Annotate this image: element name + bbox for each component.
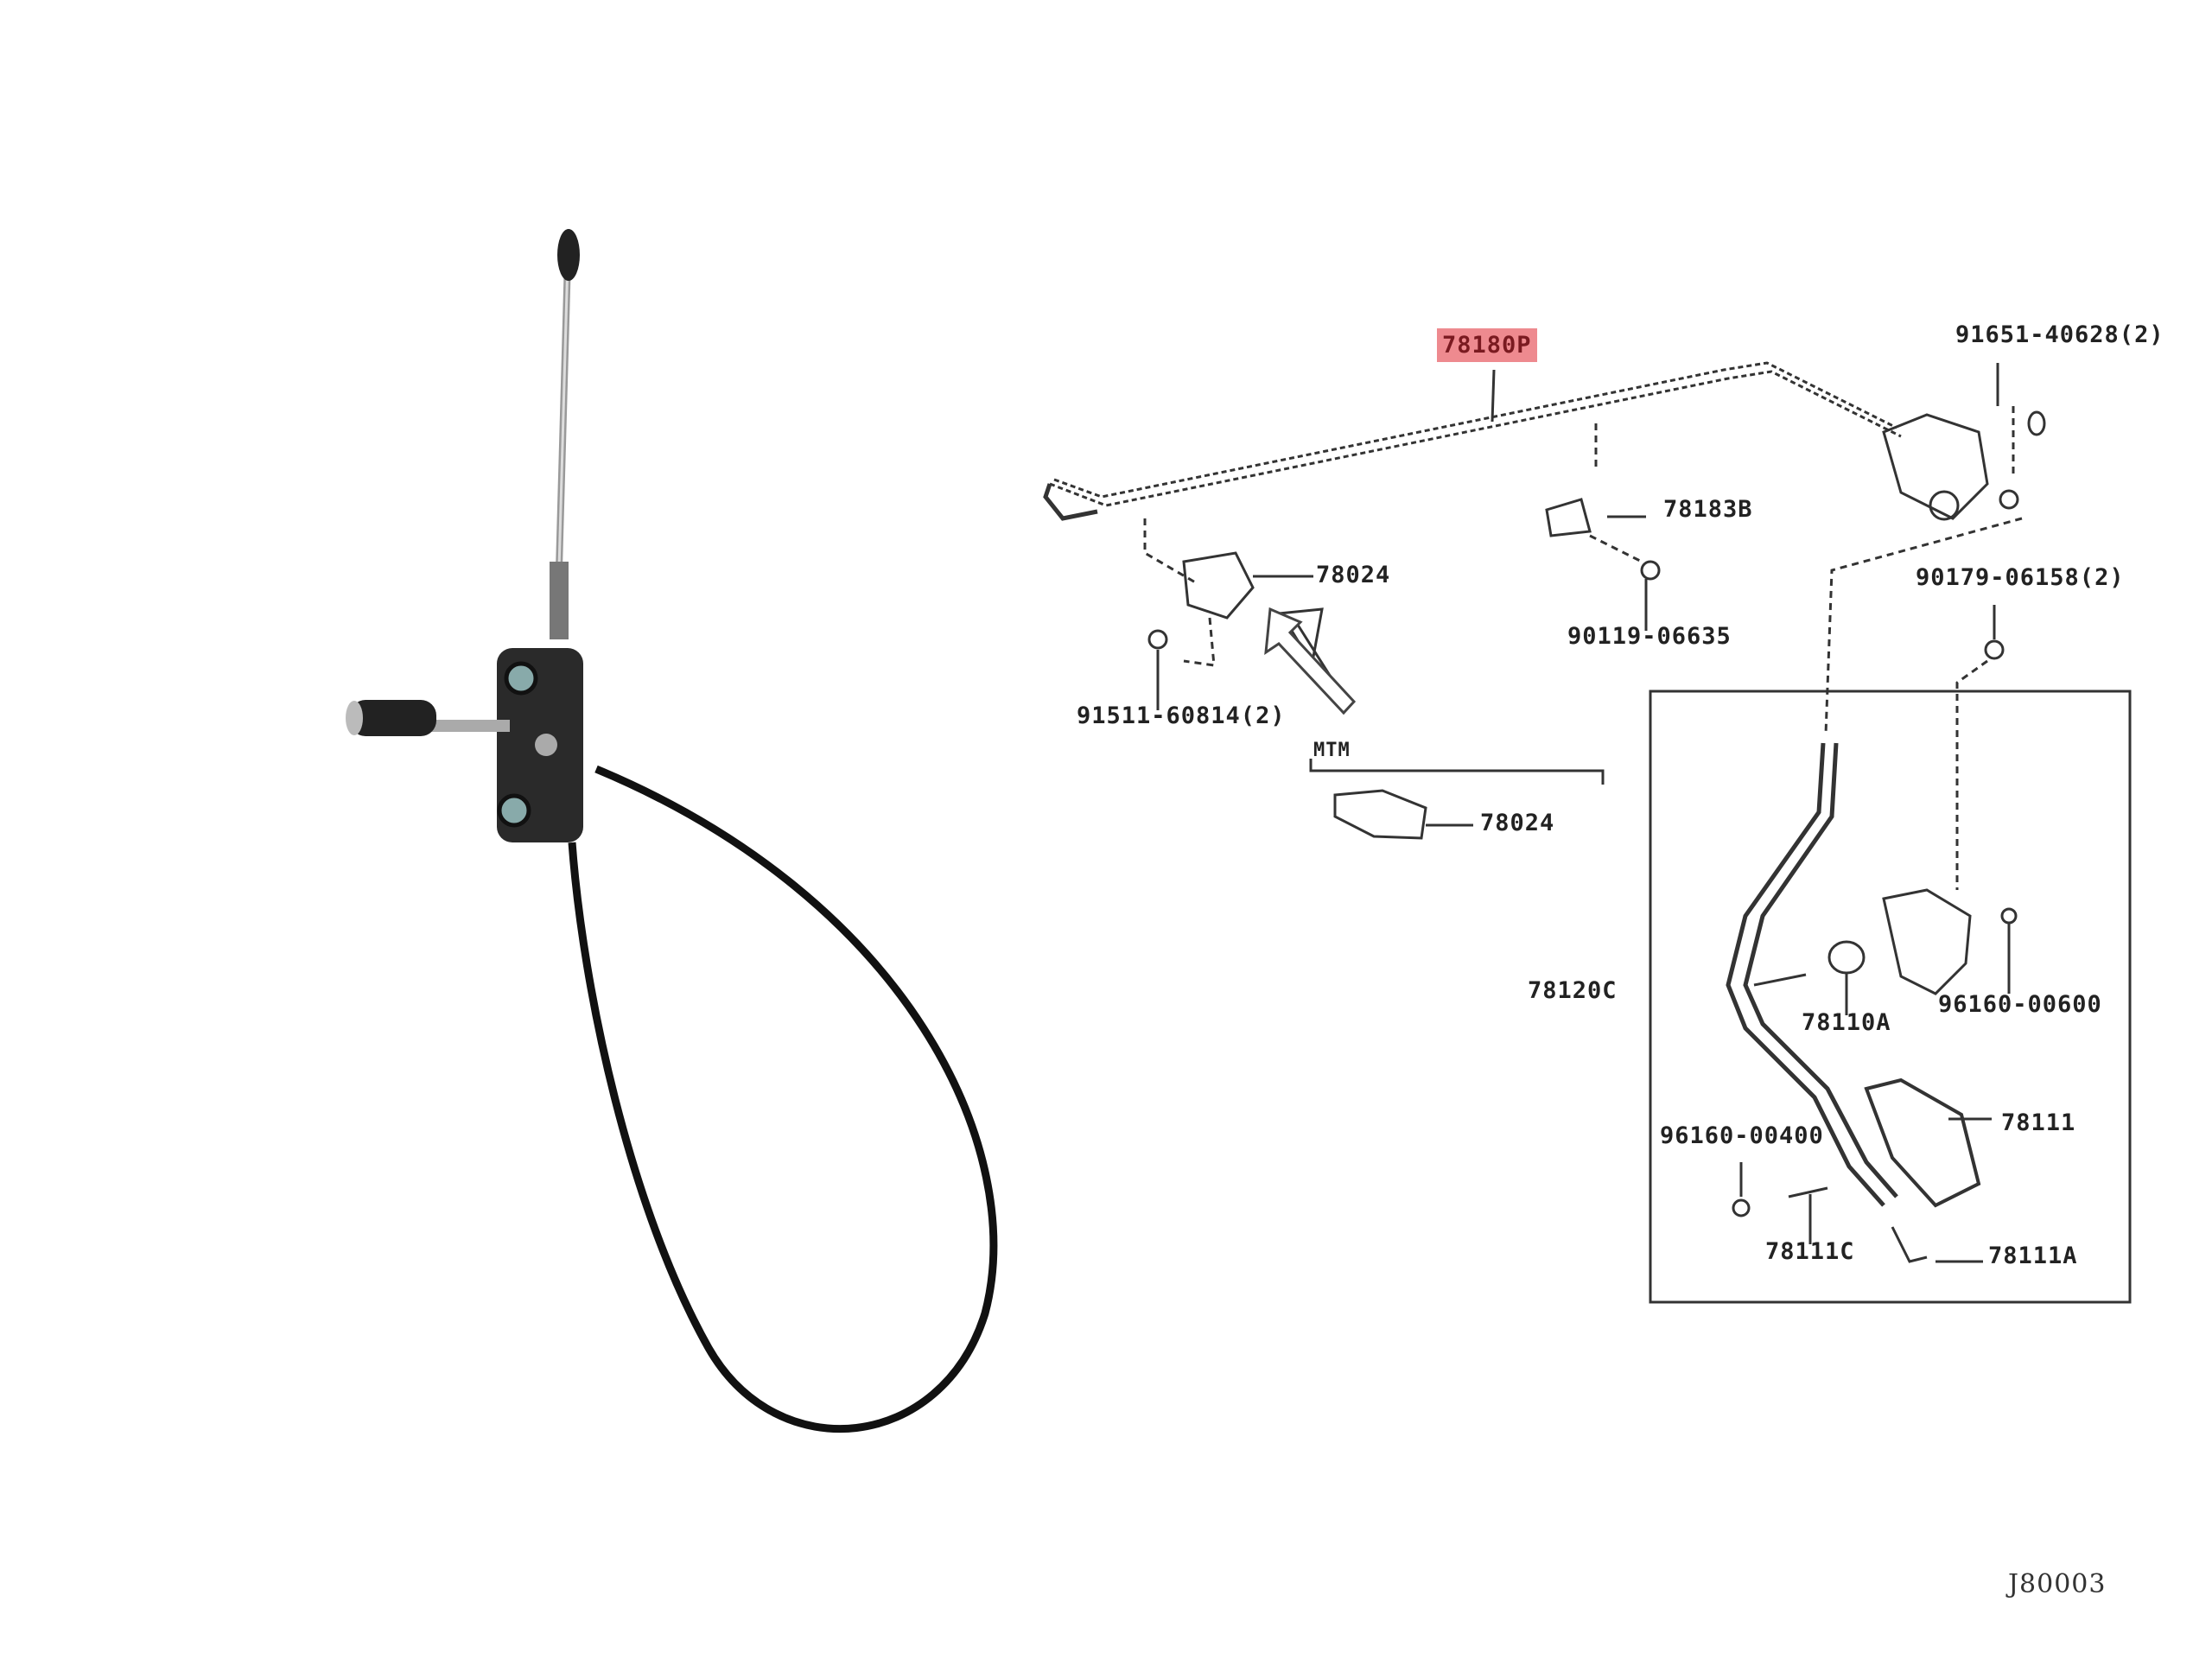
callout-78111A: 78111A <box>1988 1243 2078 1269</box>
callout-96160-00400: 96160-00400 <box>1660 1122 1824 1149</box>
callout-78110A: 78110A <box>1802 1009 1891 1036</box>
figure-code: J80003 <box>2008 1569 2107 1599</box>
callout-91511-60814: 91511-60814(2) <box>1077 702 1286 729</box>
callout-78024-mtm: 78024 <box>1480 810 1555 836</box>
callout-78024: 78024 <box>1316 562 1391 588</box>
callout-96160-00600: 96160-00600 <box>1938 991 2102 1018</box>
callout-78111: 78111 <box>2001 1109 2076 1136</box>
exploded-drawing <box>1043 361 2132 1304</box>
callout-78111C: 78111C <box>1765 1238 1855 1265</box>
callout-91651-40628: 91651-40628(2) <box>1955 321 2164 348</box>
direction-arrow-icon <box>1264 607 1357 715</box>
callout-78120C: 78120C <box>1528 977 1618 1004</box>
callout-90119-06635: 90119-06635 <box>1567 623 1732 650</box>
callout-90179-06158: 90179-06158(2) <box>1916 564 2125 591</box>
variant-label-mtm: MTM <box>1313 740 1351 761</box>
callout-78183B: 78183B <box>1663 496 1753 523</box>
callout-78180P-highlighted[interactable]: 78180P <box>1437 328 1537 362</box>
product-photo-cable <box>346 229 998 1433</box>
